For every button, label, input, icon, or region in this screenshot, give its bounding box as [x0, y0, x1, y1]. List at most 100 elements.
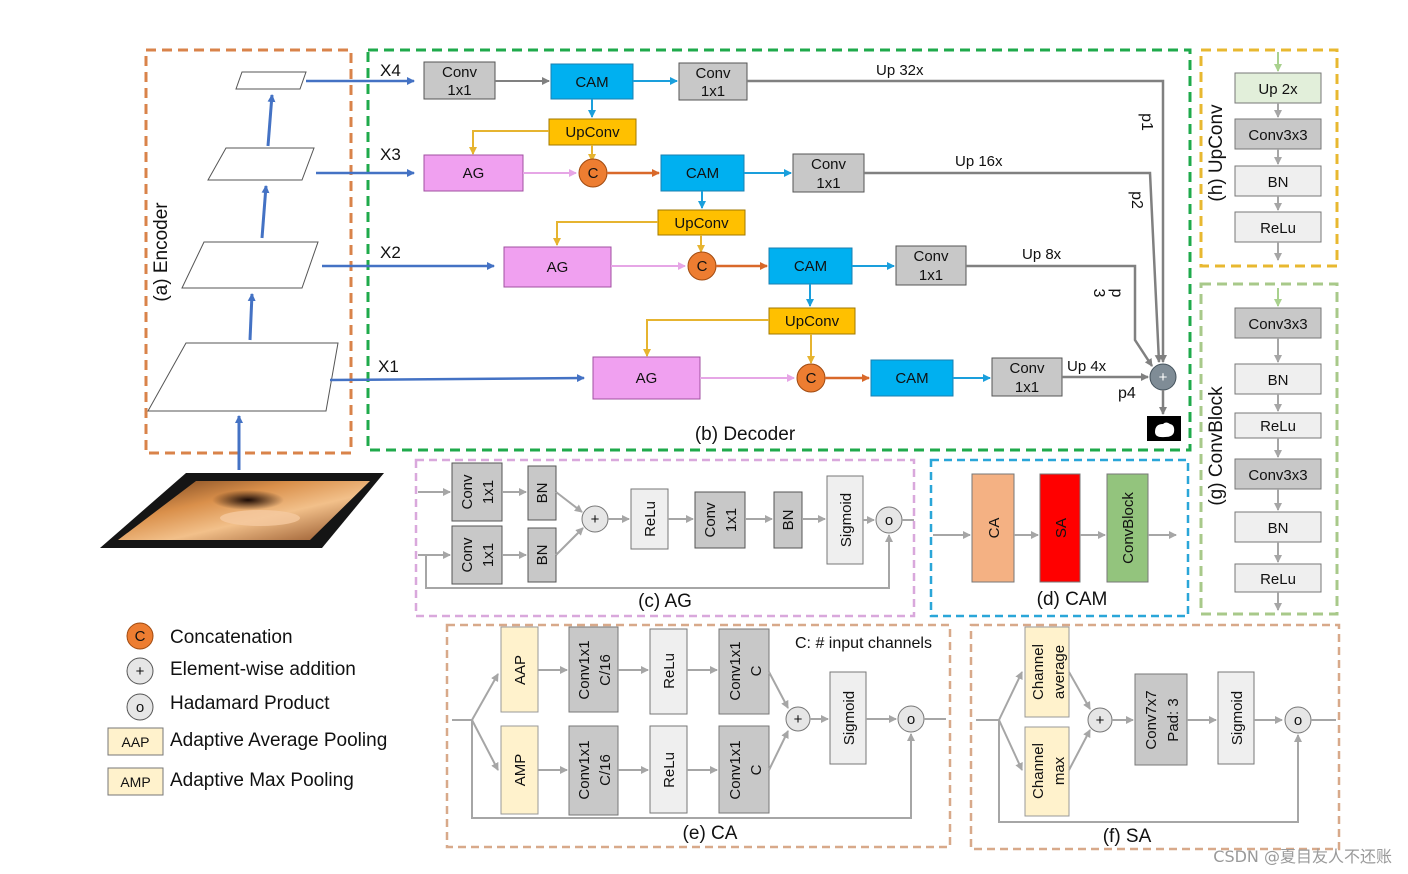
conv7x7-label: Conv7x7 — [1143, 690, 1160, 749]
conv1x1-box — [568, 725, 619, 816]
feature-plane-4 — [235, 71, 307, 90]
up32x-label: Up 32x — [876, 62, 924, 79]
conv3x3-box — [1234, 458, 1322, 490]
upconv-label: UpConv — [785, 313, 840, 330]
bn-label: BN — [1268, 520, 1289, 537]
up2x-label: Up 2x — [1258, 81, 1298, 98]
ca-border — [445, 623, 952, 849]
relu-box — [1234, 563, 1322, 593]
bn-label: BN — [534, 545, 551, 566]
ca-box — [971, 473, 1015, 583]
ag-title: (c) AG — [638, 591, 692, 612]
sa-title: (f) SA — [1103, 826, 1152, 847]
upconv-box — [548, 118, 637, 146]
sigmoid-label: Sigmoid — [1229, 691, 1246, 745]
conv3x3-label: Conv3x3 — [1248, 127, 1307, 144]
channel-max-label: Channel — [1030, 743, 1047, 799]
arrow — [553, 221, 658, 246]
p3-label: 3 — [1090, 289, 1107, 298]
concat-symbol: C — [806, 370, 817, 387]
relu-box — [649, 628, 688, 715]
sigmoid-box — [826, 475, 864, 565]
channel-max-box — [1024, 726, 1070, 817]
sigmoid-box — [829, 671, 867, 765]
ag-label: AG — [547, 259, 569, 276]
ca-title: (e) CA — [683, 823, 738, 844]
upconv-box — [657, 209, 746, 236]
up8x-label: Up 8x — [1022, 246, 1062, 263]
conv1x1-box — [792, 153, 865, 193]
relu-box — [1234, 211, 1322, 243]
bn-box — [527, 527, 557, 583]
conv-label: 1x1 — [1015, 379, 1039, 396]
conv1x1-box — [895, 245, 967, 286]
convblock-border — [1199, 282, 1339, 616]
concat-symbol: C — [697, 258, 708, 275]
ag-label: AG — [463, 165, 485, 182]
arrow — [471, 673, 499, 721]
conv3x3-label: Conv3x3 — [1248, 316, 1307, 333]
arrow — [768, 730, 789, 771]
ag-box — [423, 154, 524, 192]
conv-label: Conv1x1 — [576, 740, 593, 799]
conv1x1-box — [718, 628, 770, 715]
aap-label: AAP — [512, 655, 529, 685]
conv-label: 1x1 — [701, 83, 725, 100]
feature-plane-3 — [207, 147, 315, 181]
conv-label: 1x1 — [480, 480, 497, 504]
arrow — [998, 671, 1023, 721]
ag-border — [414, 458, 916, 618]
conv-label: Conv — [1009, 360, 1045, 377]
arrow — [471, 719, 499, 771]
legend-add-label: Element-wise addition — [170, 659, 356, 680]
add-symbol: + — [794, 711, 803, 728]
bn-label: BN — [534, 483, 551, 504]
cam-box — [660, 154, 745, 192]
cam-label: CAM — [895, 370, 928, 387]
convblock-title: (g) ConvBlock — [1206, 386, 1227, 506]
upconv-title: (h) UpConv — [1206, 104, 1227, 202]
bn-box — [1234, 165, 1322, 197]
sigmoid-label: Sigmoid — [841, 691, 858, 745]
conv7x7-label: Pad: 3 — [1165, 698, 1182, 741]
watermark: CSDN @夏目友人不还账 — [1213, 847, 1392, 866]
legend-concat-icon — [126, 622, 154, 650]
cam-label: CAM — [686, 165, 719, 182]
conv-label: 1x1 — [447, 82, 471, 99]
up16x-arrow — [864, 171, 1163, 363]
arrow — [643, 319, 769, 357]
sa-border — [969, 623, 1341, 851]
arrow — [998, 719, 1023, 771]
sum-symbol: + — [1159, 369, 1168, 386]
conv-label: 1x1 — [919, 267, 943, 284]
arrow — [471, 720, 915, 819]
upconv-label: UpConv — [674, 215, 729, 232]
up32x-arrow — [747, 79, 1167, 363]
bn-box — [1234, 511, 1322, 543]
hadamard-symbol: o — [885, 512, 893, 529]
encoder-arrow — [247, 293, 256, 341]
conv3x3-box — [1234, 118, 1322, 150]
add-symbol: + — [1096, 712, 1105, 729]
sa-label: SA — [1053, 518, 1070, 538]
ca-label: CA — [986, 518, 1003, 539]
label-x3: X3 — [380, 145, 401, 164]
ca-note: C: # input channels — [795, 635, 932, 652]
legend-aap-label: Adaptive Average Pooling — [170, 730, 387, 751]
conv-label: Conv — [695, 65, 731, 82]
channel-average-label: average — [1051, 645, 1068, 699]
legend-amp-symbol: AMP — [120, 774, 150, 790]
encoder-arrow — [260, 185, 270, 239]
conv1x1-box — [991, 357, 1063, 397]
p3-label: p — [1108, 289, 1125, 298]
conv-label: C/16 — [597, 654, 614, 686]
conv7x7-box — [1134, 673, 1188, 766]
p2-label: p2 — [1128, 191, 1145, 209]
conv1x1-box — [718, 725, 770, 814]
cam-label: CAM — [575, 74, 608, 91]
conv-label: 1x1 — [723, 508, 740, 532]
concat-symbol: C — [588, 165, 599, 182]
feature-plane-2 — [181, 241, 319, 289]
label-x2: X2 — [380, 243, 401, 262]
